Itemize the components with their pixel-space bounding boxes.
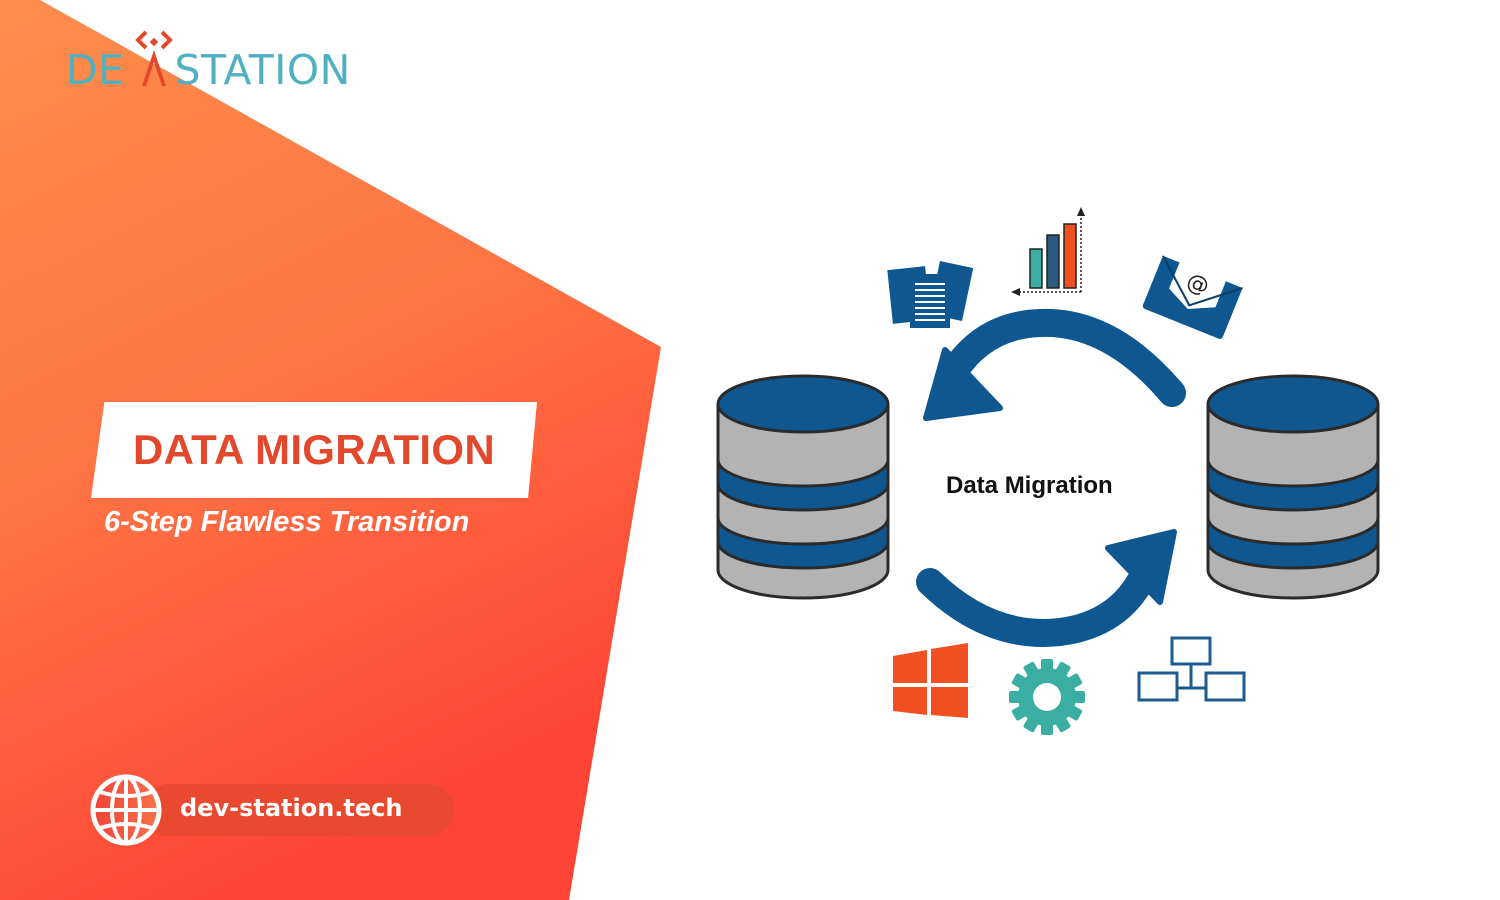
page-title: DATA MIGRATION (133, 426, 495, 473)
page-subtitle: 6-Step Flawless Transition (104, 506, 470, 538)
logo-person-icon (135, 30, 173, 86)
logo-text-left: DE (66, 46, 125, 94)
logo-text-right: STATION (174, 46, 351, 94)
hierarchy-icon (1137, 636, 1246, 702)
documents-icon (887, 261, 974, 328)
data-migration-diagram: @ (716, 207, 1380, 735)
website-link[interactable]: dev-station.tech (180, 794, 403, 822)
arrow-right-icon (916, 529, 1177, 647)
dev-station-logo[interactable]: DE STATION (66, 28, 376, 94)
diagram-center-label: Data Migration (946, 472, 1113, 499)
target-database-icon (1206, 374, 1380, 600)
gear-icon (1009, 659, 1085, 735)
logo-wordmark: DE STATION (66, 46, 351, 94)
email-icon: @ (1142, 253, 1243, 340)
website-link-pill[interactable] (142, 784, 454, 836)
windows-icon (893, 643, 968, 718)
source-database-icon (716, 374, 890, 600)
bar-chart-icon (1011, 207, 1085, 296)
arrow-left-icon (923, 308, 1186, 421)
globe-icon (90, 774, 162, 846)
title-banner: DATA MIGRATION (91, 402, 537, 498)
